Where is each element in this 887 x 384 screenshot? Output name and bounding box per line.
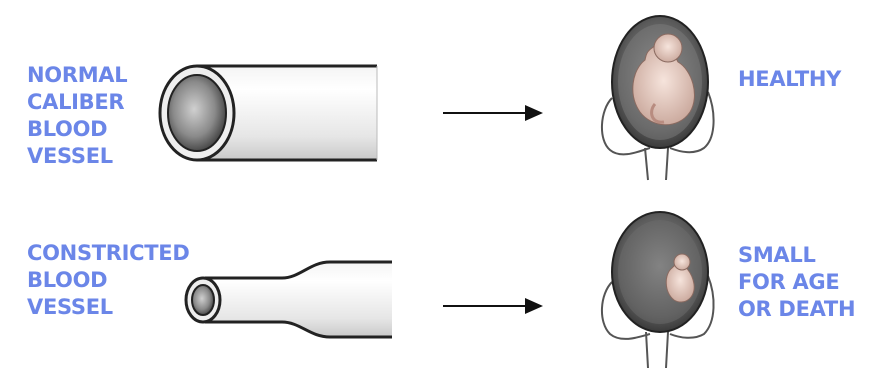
healthy-fetus-drawing [602,16,714,180]
small-fetus-drawing [602,212,714,368]
constricted-vessel-drawing [186,262,392,337]
normal-vessel-drawing [160,66,377,160]
